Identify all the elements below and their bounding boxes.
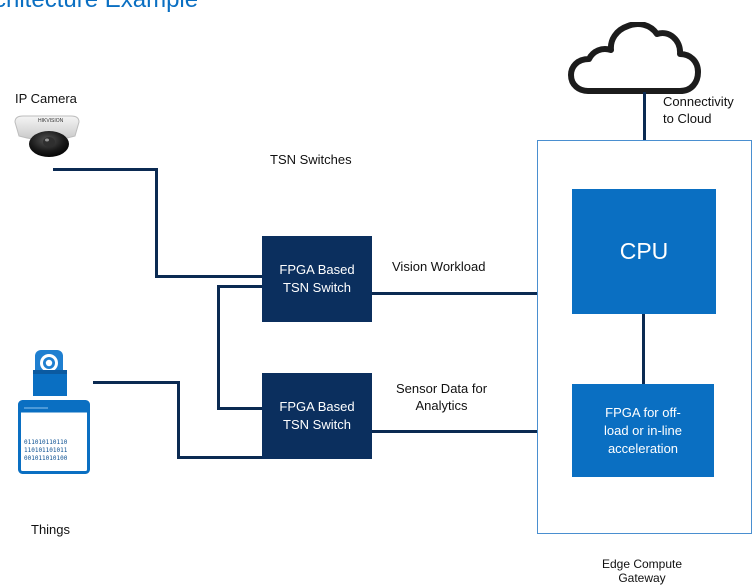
sensor-data-line (372, 430, 537, 433)
ip-camera-icon (14, 115, 80, 157)
switch-link-vertical (217, 285, 220, 410)
binary-line-3: 001011010100 (24, 455, 68, 462)
fpga-acceleration-box: FPGA for off- load or in-line accelerati… (572, 384, 714, 477)
camera-wire-horizontal (53, 168, 158, 171)
diagram-title: chitecture Example (0, 0, 198, 14)
binary-line-1: 011010110110 (24, 439, 68, 446)
camera-wire-to-switch (155, 275, 262, 278)
things-module-icon (33, 370, 67, 396)
camera-brand-label: HIKVISION (38, 118, 64, 124)
camera-wire-vertical (155, 168, 158, 278)
things-binary-data-icon (18, 400, 90, 474)
cpu-fpga-link (642, 314, 645, 384)
ip-camera-label: IP Camera (15, 91, 77, 106)
binary-line-2: 110101101011 (24, 447, 68, 454)
cloud-connectivity-label: Connectivity to Cloud (663, 94, 734, 126)
switch-link-top (217, 285, 262, 288)
things-wire-to-switch (177, 456, 262, 459)
cloud-connection-line (643, 92, 646, 140)
edge-compute-gateway-label: Edge Compute Gateway (601, 557, 683, 585)
fpga-tsn-switch-bottom: FPGA Based TSN Switch (262, 373, 372, 459)
cloud-icon (568, 22, 701, 94)
switch-link-bottom (217, 407, 262, 410)
vision-workload-line (372, 292, 537, 295)
things-wire-horizontal (93, 381, 180, 384)
sensor-data-label: Sensor Data for Analytics (396, 381, 488, 413)
tsn-switches-label: TSN Switches (270, 152, 352, 167)
things-camera-icon (35, 350, 63, 381)
things-label: Things (31, 522, 71, 537)
vision-workload-label: Vision Workload (392, 259, 486, 274)
cpu-box: CPU (572, 189, 716, 314)
things-wire-vertical (177, 381, 180, 459)
fpga-tsn-switch-top: FPGA Based TSN Switch (262, 236, 372, 322)
